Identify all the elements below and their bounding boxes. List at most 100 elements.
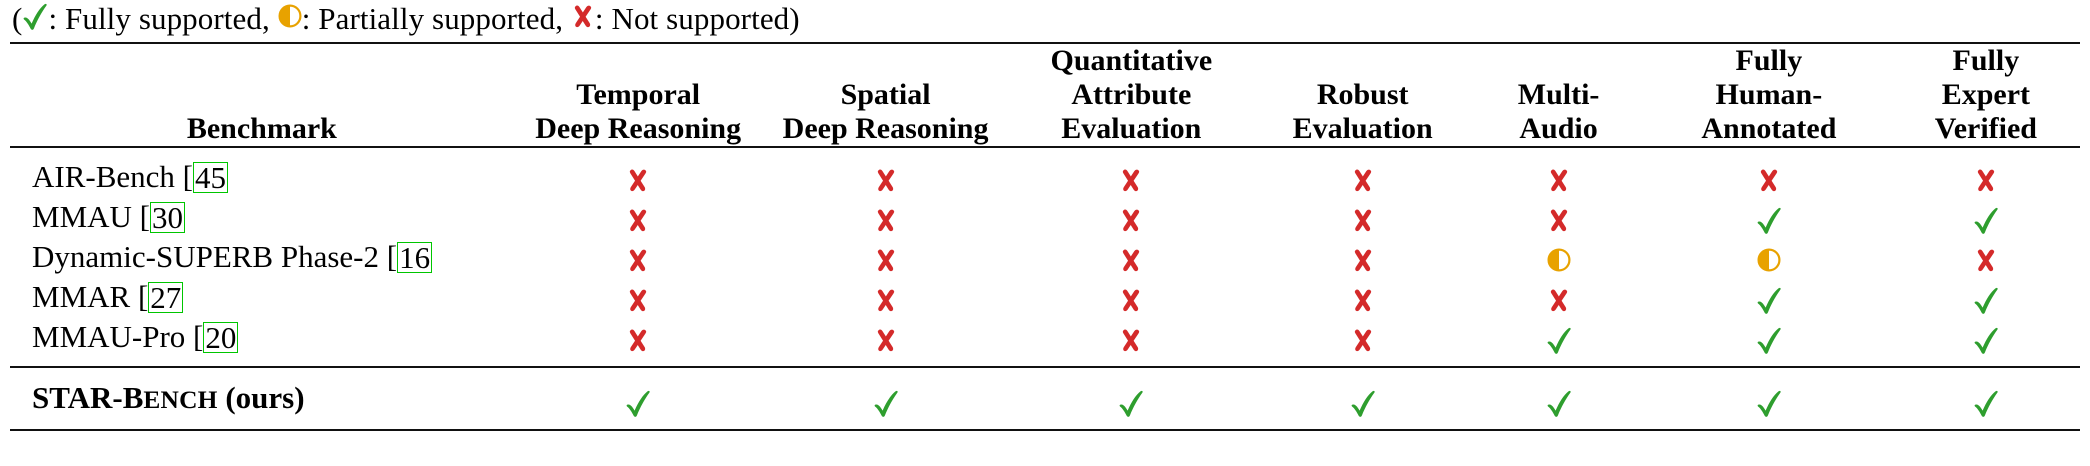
benchmark-label: MMAR [32, 279, 131, 314]
support-cell-temporal_deep_reasoning [514, 317, 763, 367]
support-cell-fully_expert_verified [1892, 197, 2080, 237]
support-cell-robust_evaluation [1254, 147, 1471, 197]
support-cell-robust_evaluation [1254, 317, 1471, 367]
column-header-multi-audio: Multi- Audio [1471, 43, 1646, 147]
table-header: Benchmark Temporal Deep Reasoning Spatia… [10, 43, 2080, 147]
rule-cell [1646, 430, 1892, 441]
support-cell-quantitative_attribute_evaluation [1008, 277, 1254, 317]
support-cell-temporal_deep_reasoning [514, 197, 763, 237]
header-line: Evaluation [1292, 112, 1433, 145]
column-header-fully-expert-verified: Fully Expert Verified [1892, 43, 2080, 147]
half-circle-icon [278, 1, 302, 31]
benchmark-name-cell: AIR-Bench [45 [10, 147, 514, 197]
benchmark-label: MMAU [32, 199, 132, 234]
cross-mark-icon [874, 244, 898, 276]
header-line: Robust [1316, 78, 1409, 111]
support-cell-fully_expert_verified [1892, 237, 2080, 277]
cross-mark-icon [1547, 164, 1571, 196]
table-row: MMAU [30 [10, 197, 2080, 237]
cross-mark-icon [626, 204, 650, 236]
benchmark-label: AIR-Bench [32, 159, 175, 194]
support-cell-fully_human_annotated [1646, 237, 1892, 277]
check-mark-icon [1118, 387, 1144, 419]
cross-mark-icon [1119, 284, 1143, 316]
support-cell-robust_evaluation [1254, 197, 1471, 237]
header-line: Benchmark [186, 112, 337, 145]
cross-mark-icon [1351, 244, 1375, 276]
check-mark-icon [1973, 324, 1999, 356]
caption-partial-text: : Partially supported, [301, 1, 571, 36]
rule-cell [1254, 430, 1471, 441]
benchmark-name-cell: MMAR [27 [10, 277, 514, 317]
cross-mark-icon [1974, 244, 1998, 276]
cross-mark-icon [1974, 164, 1998, 196]
cross-mark-icon [1351, 204, 1375, 236]
support-cell-quantitative_attribute_evaluation [1008, 147, 1254, 197]
caption-open-paren: ( [12, 1, 23, 36]
rule-cell [1008, 430, 1254, 441]
citation-link[interactable]: 16 [397, 240, 433, 275]
support-cell-quantitative_attribute_evaluation [1008, 197, 1254, 237]
rule-cell [1892, 430, 2080, 441]
cross-mark-icon [1119, 324, 1143, 356]
support-cell-multi_audio [1471, 237, 1646, 277]
citation-link[interactable]: 45 [192, 160, 228, 195]
rule-cell [10, 430, 514, 441]
benchmark-name-cell: Dynamic-SUPERB Phase-2 [16 [10, 237, 514, 277]
support-cell-robust_evaluation [1254, 277, 1471, 317]
header-line: Deep Reasoning [535, 112, 742, 145]
support-cell-spatial_deep_reasoning [763, 277, 1009, 317]
support-cell-temporal_deep_reasoning [514, 147, 763, 197]
support-cell-spatial_deep_reasoning [763, 197, 1009, 237]
cross-mark-icon [1547, 204, 1571, 236]
citation-link[interactable]: 27 [148, 280, 184, 315]
rule-cell [1471, 430, 1646, 441]
support-cell-multi_audio [1471, 277, 1646, 317]
citation-bracket-open: [ [193, 319, 203, 354]
support-cell-multi_audio [1471, 367, 1646, 430]
rule-cell [763, 430, 1009, 441]
support-cell-multi_audio [1471, 317, 1646, 367]
check-mark-icon [1756, 284, 1782, 316]
header-line: Human- [1715, 78, 1823, 111]
check-mark-icon [1546, 324, 1572, 356]
cross-mark-icon [874, 284, 898, 316]
support-cell-temporal_deep_reasoning [514, 367, 763, 430]
check-mark-icon [625, 387, 651, 419]
cross-mark-icon [571, 1, 595, 31]
benchmark-name-cell: STAR-BENCH (ours) [10, 367, 514, 430]
cross-mark-icon [626, 164, 650, 196]
citation-link[interactable]: 20 [203, 320, 239, 355]
column-header-temporal-deep-reasoning: Temporal Deep Reasoning [514, 43, 763, 147]
cross-mark-icon [1119, 164, 1143, 196]
support-cell-fully_human_annotated [1646, 147, 1892, 197]
table-row: AIR-Bench [45 [10, 147, 2080, 197]
header-line: Verified [1934, 112, 2037, 145]
support-cell-fully_human_annotated [1646, 277, 1892, 317]
column-header-quantitative-attribute-evaluation: Quantitative Attribute Evaluation [1008, 43, 1254, 147]
caption-not-text: : Not supported) [594, 1, 800, 36]
support-cell-temporal_deep_reasoning [514, 237, 763, 277]
support-cell-spatial_deep_reasoning [763, 367, 1009, 430]
caption-fully-text: : Fully supported, [48, 1, 278, 36]
column-header-benchmark: Benchmark [10, 43, 514, 147]
header-line: Quantitative [1050, 44, 1213, 77]
cross-mark-icon [1119, 244, 1143, 276]
column-header-robust-evaluation: Robust Evaluation [1254, 43, 1471, 147]
support-cell-fully_expert_verified [1892, 367, 2080, 430]
citation-link[interactable]: 30 [149, 200, 185, 235]
header-line: Annotated [1701, 112, 1837, 145]
support-cell-temporal_deep_reasoning [514, 277, 763, 317]
header-line: Audio [1519, 112, 1598, 145]
header-line: Temporal [576, 78, 701, 111]
header-line: Attribute [1071, 78, 1192, 111]
cross-mark-icon [1351, 284, 1375, 316]
support-cell-spatial_deep_reasoning [763, 237, 1009, 277]
header-row: Benchmark Temporal Deep Reasoning Spatia… [10, 43, 2080, 147]
support-cell-fully_human_annotated [1646, 197, 1892, 237]
cross-mark-icon [1351, 164, 1375, 196]
check-mark-icon [1756, 324, 1782, 356]
benchmark-comparison-table: Benchmark Temporal Deep Reasoning Spatia… [10, 42, 2080, 441]
half-circle-icon [1757, 244, 1781, 276]
